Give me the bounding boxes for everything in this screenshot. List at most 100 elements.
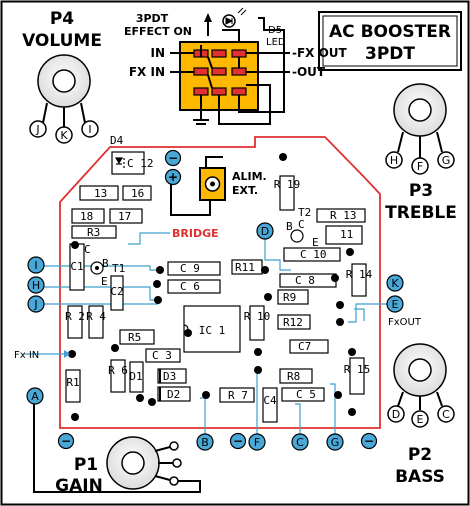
component-r15-label: R 15 <box>344 363 371 376</box>
ground-pads: − − − <box>57 432 378 450</box>
component-r9 <box>277 289 309 305</box>
pot-p4-pin-i: I <box>88 123 91 136</box>
pot-p4-name: VOLUME <box>22 31 102 51</box>
component-r8-label: R8 <box>287 370 300 383</box>
component-c13-label: 13 <box>94 187 107 200</box>
switch-in-label: IN <box>150 46 165 60</box>
component-t1-e: E <box>101 275 108 288</box>
ground-pad-3: − <box>360 432 378 450</box>
connection-pads: I H J D K E A B F C G <box>26 222 404 451</box>
ground-pad-2: − <box>229 432 247 450</box>
component-r12-label: R12 <box>283 316 303 329</box>
component-c9-label: C 9 <box>180 262 200 275</box>
pot-p3-pin-f: F <box>417 160 423 173</box>
pot-p3-treble: H F G P3 TREBLE <box>385 83 457 223</box>
component-c2 <box>110 275 124 311</box>
fx-in-label: Fx IN <box>14 350 39 361</box>
pot-p2-pin-d: D <box>392 408 400 421</box>
pad-c: C <box>291 433 309 451</box>
pad-a: A <box>26 387 44 405</box>
component-c4-label: C4 <box>263 394 277 407</box>
component-r1-label: R1 <box>66 376 79 389</box>
component-r12 <box>277 314 311 330</box>
component-d1 <box>129 361 144 393</box>
component-ic1-label: IC 1 <box>199 324 226 337</box>
ground-pad-1: − <box>57 432 75 450</box>
svg-text:H: H <box>32 279 40 292</box>
wires-black <box>33 156 223 493</box>
svg-text:−: − <box>364 434 374 448</box>
switch-label-line2: EFFECT ON <box>124 25 192 38</box>
switch-fxin-label: FX IN <box>129 65 165 79</box>
component-c3 <box>145 348 181 363</box>
power-label-line1: ALIM. <box>232 170 267 183</box>
pad-b: B <box>196 433 214 451</box>
component-t1-b: B <box>102 257 109 270</box>
component-r6 <box>110 359 126 393</box>
component-r14-label: R 14 <box>346 268 373 281</box>
pot-p2-ref: P2 <box>408 445 432 465</box>
component-c5 <box>281 387 325 402</box>
component-d3-label: D3 <box>163 370 176 383</box>
pad-j: J <box>27 295 45 313</box>
components: D4 C 12 13 16 18 17 R3 R 19 T2 B C E R 1… <box>65 134 373 423</box>
power-jack: ALIM. EXT. − + <box>164 149 267 201</box>
svg-text:G: G <box>331 436 340 449</box>
component-c5-label: C 5 <box>296 388 316 401</box>
svg-text:A: A <box>31 390 39 403</box>
component-r19 <box>279 175 295 211</box>
pot-p4-pin-j: J <box>35 123 39 136</box>
component-c7 <box>289 339 329 354</box>
component-c4 <box>262 387 278 423</box>
title-box: AC BOOSTER 3PDT <box>318 11 462 71</box>
power-minus-sign: − <box>168 151 178 165</box>
component-d3 <box>157 368 187 384</box>
pot-p4-ref: P4 <box>50 9 74 29</box>
component-d1-label: D1 <box>129 370 142 383</box>
component-c17 <box>109 208 143 224</box>
svg-text:I: I <box>34 259 37 272</box>
component-r14 <box>351 263 367 297</box>
pot-p4-pin-k: K <box>60 129 68 142</box>
svg-text:−: − <box>233 434 243 448</box>
power-plus-sign: + <box>168 170 178 184</box>
pad-f: F <box>248 433 266 451</box>
bridge-label: BRIDGE <box>172 227 219 240</box>
component-r2-label: R 2 <box>65 310 85 323</box>
wires-blue <box>24 232 395 436</box>
component-ic1 <box>183 305 241 353</box>
component-c3-label: C 3 <box>152 349 172 362</box>
component-r2 <box>67 305 83 339</box>
component-c12-label: C 12 <box>127 157 154 170</box>
pot-p2-name: BASS <box>395 467 445 487</box>
component-t1-label: T1 <box>112 262 125 275</box>
component-r4 <box>88 305 104 339</box>
component-c8-label: C 8 <box>295 274 315 287</box>
component-c7-label: C7 <box>298 340 311 353</box>
pot-p3-pin-h: H <box>390 154 398 167</box>
component-r4-label: R 4 <box>86 310 106 323</box>
component-t2-e: E <box>312 236 319 249</box>
component-t1-c: C <box>84 243 91 256</box>
svg-text:K: K <box>391 277 399 290</box>
component-c11 <box>325 225 363 245</box>
component-c13 <box>79 185 119 201</box>
pot-p4-volume: P4 VOLUME J K I <box>22 9 102 144</box>
svg-text:J: J <box>33 298 37 311</box>
svg-text:C: C <box>296 436 304 449</box>
svg-text:F: F <box>254 436 260 449</box>
pot-p2-pin-e: E <box>417 413 424 426</box>
component-c9 <box>167 261 221 276</box>
fx-out-label: FxOUT <box>388 317 422 328</box>
pad-e: E <box>386 295 404 313</box>
component-c6 <box>167 279 221 294</box>
component-r10-label: R 10 <box>244 310 271 323</box>
svg-text:−: − <box>61 434 71 448</box>
switch-fxout-label: -FX OUT <box>292 46 348 60</box>
component-r5-label: R5 <box>128 331 141 344</box>
switch-label-line1: 3PDT <box>136 12 169 25</box>
component-c16 <box>122 185 152 201</box>
component-c18-label: 18 <box>80 210 93 223</box>
